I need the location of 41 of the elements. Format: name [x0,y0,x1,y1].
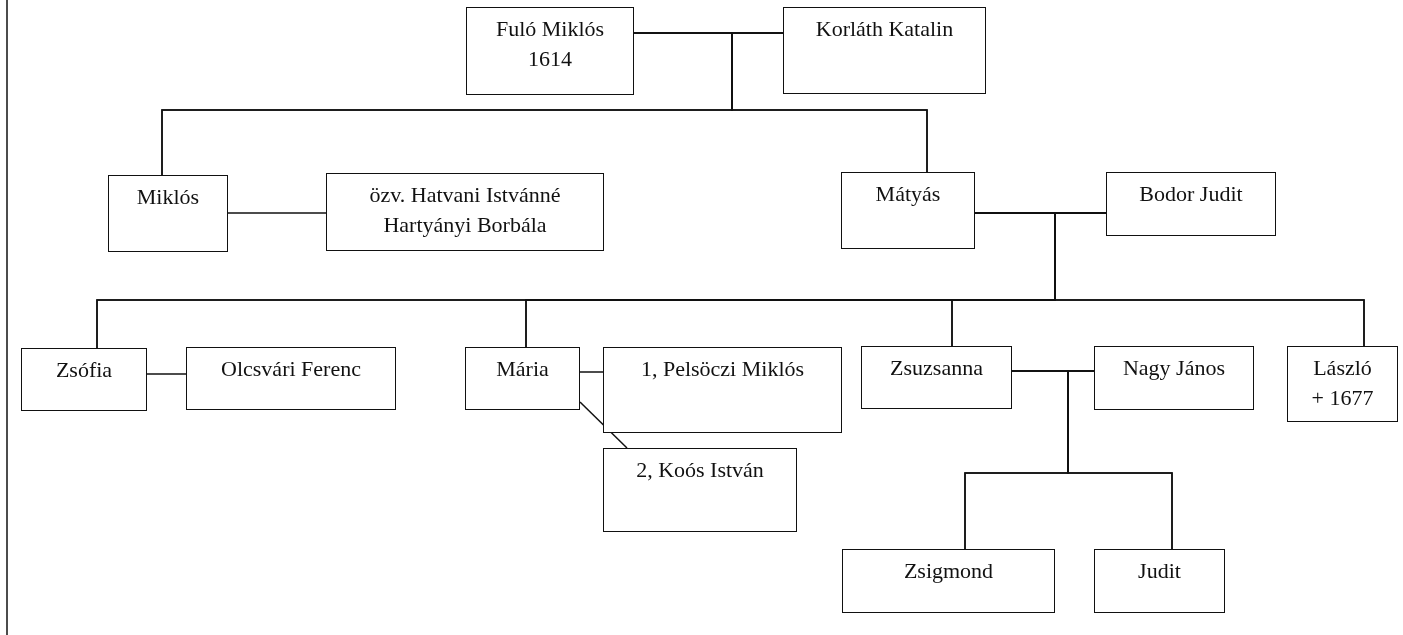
person-box [466,7,634,95]
family-line [146,373,187,375]
person-name: Zsófia [54,356,114,384]
person-box [1094,549,1225,613]
person-name: Miklós [135,183,201,211]
person-name: 2, Koós István [635,456,765,484]
person-box [1094,346,1254,410]
person-name: Zsigmond [902,557,995,585]
person-name: Bodor Judit [1138,180,1244,208]
person-name: Korláth Katalin [814,15,955,43]
person-name: 1, Pelsöczi Miklós [639,355,806,383]
person-box [465,347,580,410]
person-box [841,172,975,249]
person-box [326,173,604,251]
family-line [579,401,628,449]
family-line [227,212,327,214]
person-box [1106,172,1276,236]
person-box [861,346,1012,409]
family-line [1054,212,1365,347]
person-name: özv. Hatvani Istvánné Hartyányi Borbála [368,181,562,239]
family-line [1067,370,1173,550]
person-name: Mária [495,355,550,383]
person-box [1287,346,1398,422]
person-box [783,7,986,94]
person-name: Judit [1137,557,1182,585]
person-name: Nagy János [1121,354,1226,382]
person-name: Zsuzsanna [889,354,984,382]
person-name: + 1677 [1310,383,1375,412]
person-box [603,448,797,532]
person-name: 1614 [527,44,573,73]
person-box [186,347,396,410]
person-box [842,549,1055,613]
person-box [603,347,842,433]
person-name: Mátyás [874,180,942,208]
person-name: László [1312,354,1373,382]
person-box [21,348,147,411]
person-name: Olcsvári Ferenc [220,355,362,383]
family-line [579,371,604,373]
person-box [108,175,228,252]
person-name: Fuló Miklós [494,15,606,43]
family-line [731,32,928,173]
